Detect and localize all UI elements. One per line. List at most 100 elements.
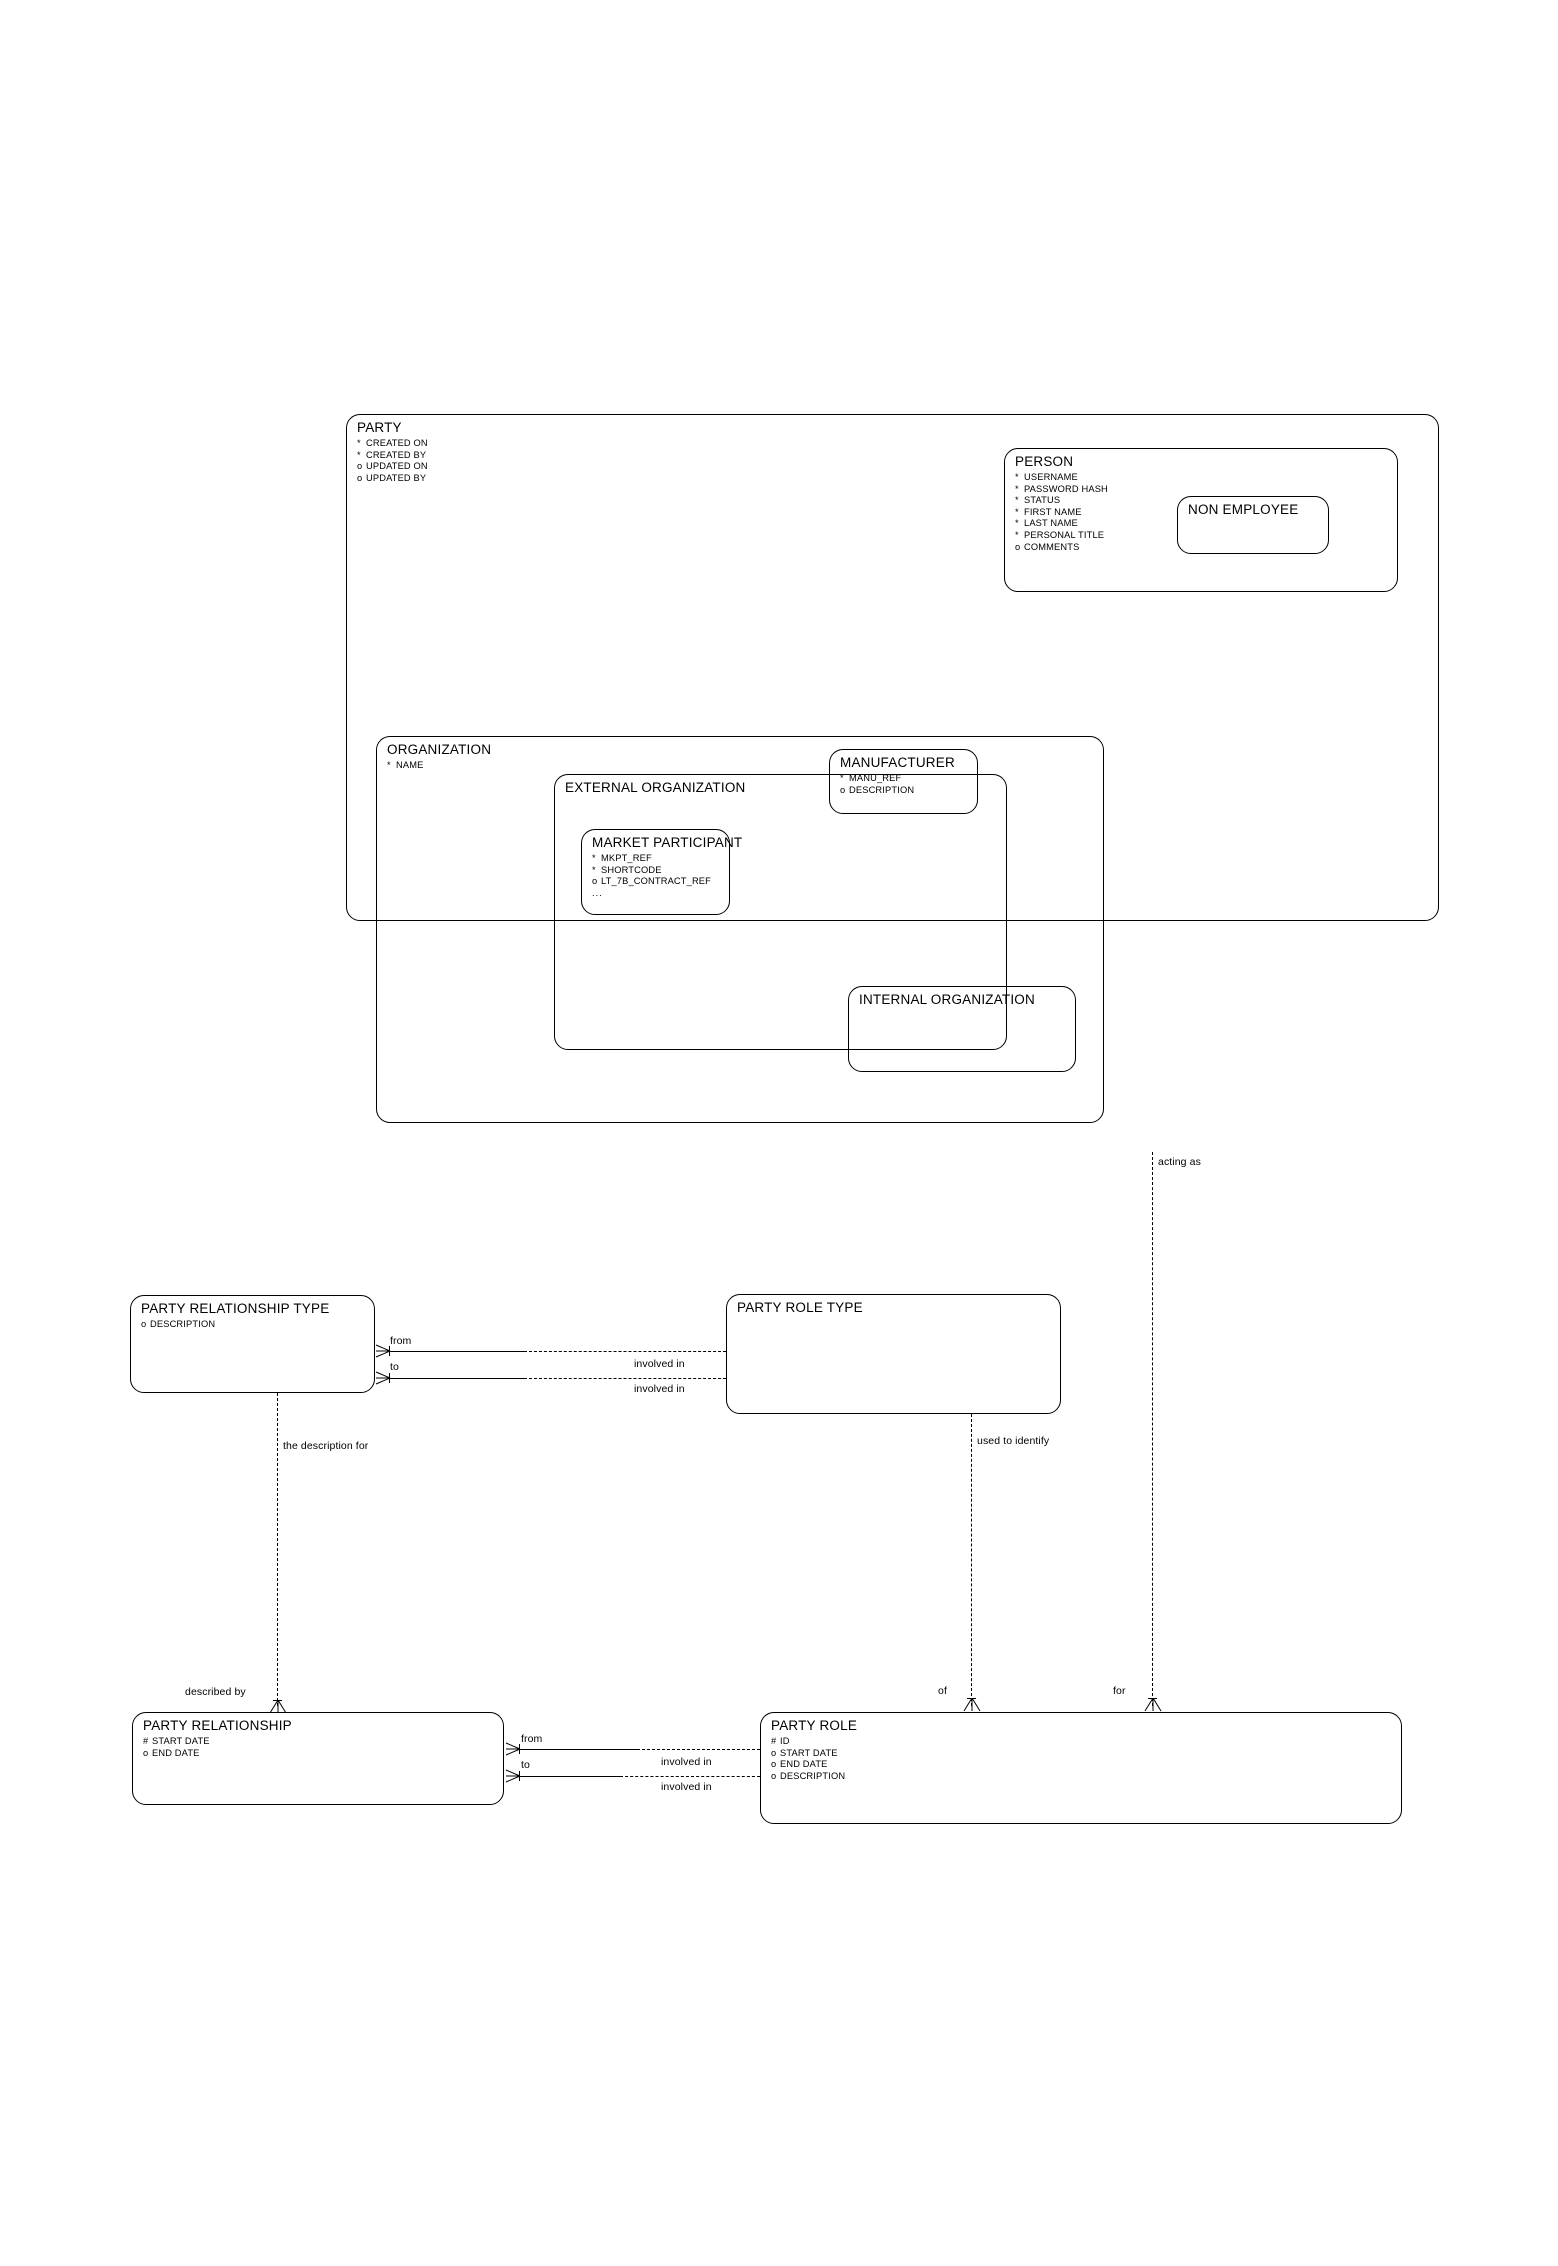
relationship-label-used-to-identify: used to identify bbox=[977, 1435, 1050, 1447]
attribute-label: STATUS bbox=[1024, 495, 1061, 506]
relationship-label-acting-as: acting as bbox=[1158, 1156, 1201, 1168]
attribute-label: FIRST NAME bbox=[1024, 506, 1082, 517]
relationship-line-pr-to-solid bbox=[519, 1776, 620, 1777]
relationship-line-pr-from-dashed bbox=[637, 1749, 760, 1750]
entity-party-title: PARTY bbox=[357, 420, 402, 435]
attribute-mark: o bbox=[771, 1747, 777, 1758]
entity-internal-organization-title: INTERNAL ORGANIZATION bbox=[859, 992, 1035, 1007]
entity-party-relationship-title: PARTY RELATIONSHIP bbox=[143, 1718, 292, 1733]
attribute-label: MKPT_REF bbox=[601, 853, 652, 863]
entity-organization[interactable]: ORGANIZATION *NAME bbox=[376, 736, 1104, 1123]
attribute-mark: o bbox=[771, 1770, 777, 1781]
attribute-label: START DATE bbox=[152, 1736, 210, 1746]
entity-party-role-type-title: PARTY ROLE TYPE bbox=[737, 1300, 863, 1315]
attribute-label: USERNAME bbox=[1024, 472, 1078, 482]
relationship-label-prt-to: to bbox=[390, 1361, 399, 1373]
entity-market-participant[interactable]: MARKET PARTICIPANT * MKPT_REF * SHORTCODE … bbox=[581, 829, 742, 915]
entity-external-organization-title: EXTERNAL ORGANIZATION bbox=[565, 780, 746, 795]
attribute-row: * FIRST NAME bbox=[1015, 507, 1108, 519]
attribute-more-indicator: ... bbox=[592, 887, 603, 898]
relationship-line-the-description-for bbox=[277, 1393, 278, 1706]
entity-party-role-title: PARTY ROLE bbox=[771, 1718, 858, 1733]
attribute-label: SHORTCODE bbox=[601, 864, 662, 875]
attribute-row: *MANU_REF bbox=[840, 773, 914, 785]
attribute-row: *USERNAME bbox=[1015, 472, 1108, 484]
attribute-mark: o bbox=[357, 461, 363, 472]
crowfoot-for bbox=[1142, 1698, 1164, 1712]
attribute-label: PERSONAL TITLE bbox=[1024, 529, 1105, 540]
relationship-line-acting-as bbox=[1152, 1152, 1153, 1706]
crowfoot-described-by bbox=[267, 1700, 289, 1714]
crowfoot-prt-from bbox=[369, 1344, 391, 1358]
relationship-line-pr-from-solid bbox=[519, 1749, 637, 1750]
entity-party-role-type[interactable]: PARTY ROLE TYPE bbox=[726, 1294, 1061, 1414]
entity-non-employee[interactable]: NON EMPLOYEE bbox=[1177, 496, 1329, 554]
attribute-mark: o bbox=[141, 1319, 147, 1329]
relationship-line-prt-to-solid bbox=[389, 1378, 524, 1379]
attribute-mark: o bbox=[357, 472, 363, 483]
attribute-mark: * bbox=[1015, 529, 1019, 540]
attribute-label: START DATE bbox=[780, 1747, 838, 1758]
attribute-mark: o bbox=[592, 876, 598, 887]
entity-market-participant-title: MARKET PARTICIPANT bbox=[592, 835, 743, 850]
attribute-label: CREATED BY bbox=[366, 449, 427, 460]
attribute-row: * LAST NAME bbox=[1015, 518, 1108, 530]
relationship-label-described-by: described by bbox=[185, 1686, 246, 1698]
attribute-mark: * bbox=[1015, 506, 1019, 517]
attribute-mark: o bbox=[143, 1747, 149, 1758]
entity-party-relationship-type-title: PARTY RELATIONSHIP TYPE bbox=[141, 1301, 330, 1316]
attribute-row: * MKPT_REF bbox=[592, 853, 711, 865]
entity-manufacturer-title: MANUFACTURER bbox=[840, 755, 955, 770]
crowfoot-of bbox=[961, 1698, 983, 1712]
crowfoot-pr-from bbox=[499, 1742, 521, 1756]
attribute-mark: * bbox=[1015, 518, 1019, 529]
attribute-mark: o bbox=[840, 784, 846, 795]
attribute-label: LT_7B_CONTRACT_REF bbox=[601, 876, 711, 887]
relationship-label-of: of bbox=[938, 1685, 947, 1697]
attribute-row: * SHORTCODE bbox=[592, 865, 711, 877]
entity-external-organization[interactable]: EXTERNAL ORGANIZATION bbox=[554, 774, 1007, 1050]
attribute-label: CREATED ON bbox=[366, 438, 428, 448]
entity-person-attributes: *USERNAME *PASSWORD HASH *STATUS *FIRST … bbox=[1015, 472, 1108, 553]
entity-person[interactable]: PERSON *USERNAME *PASSWORD HASH *STATUS … bbox=[1004, 448, 1398, 592]
attribute-row: *PASSWORD HASH bbox=[1015, 484, 1108, 496]
attribute-label: DESCRIPTION bbox=[150, 1319, 216, 1329]
entity-person-title: PERSON bbox=[1015, 454, 1074, 469]
crowfoot-pr-to bbox=[499, 1769, 521, 1783]
attribute-label: PASSWORD HASH bbox=[1024, 483, 1108, 494]
relationship-label-for: for bbox=[1113, 1685, 1126, 1697]
entity-organization-attributes: *NAME bbox=[387, 760, 423, 772]
attribute-row: * PERSONAL TITLE bbox=[1015, 530, 1108, 542]
relationship-line-prt-from-solid bbox=[389, 1351, 524, 1352]
attribute-row: *CREATED BY bbox=[357, 450, 428, 462]
attribute-label: LAST NAME bbox=[1024, 518, 1078, 529]
attribute-label: UPDATED BY bbox=[366, 472, 427, 483]
attribute-mark: o bbox=[771, 1759, 777, 1770]
relationship-label-prole-involved-in-2: involved in bbox=[661, 1781, 712, 1793]
attribute-label: ID bbox=[780, 1736, 790, 1746]
relationship-label-the-description-for: the description for bbox=[283, 1440, 369, 1452]
attribute-label: END DATE bbox=[780, 1759, 828, 1770]
attribute-mark: * bbox=[592, 853, 596, 863]
entity-internal-organization[interactable]: INTERNAL ORGANIZATION bbox=[848, 986, 1076, 1072]
attribute-mark: * bbox=[592, 864, 596, 875]
